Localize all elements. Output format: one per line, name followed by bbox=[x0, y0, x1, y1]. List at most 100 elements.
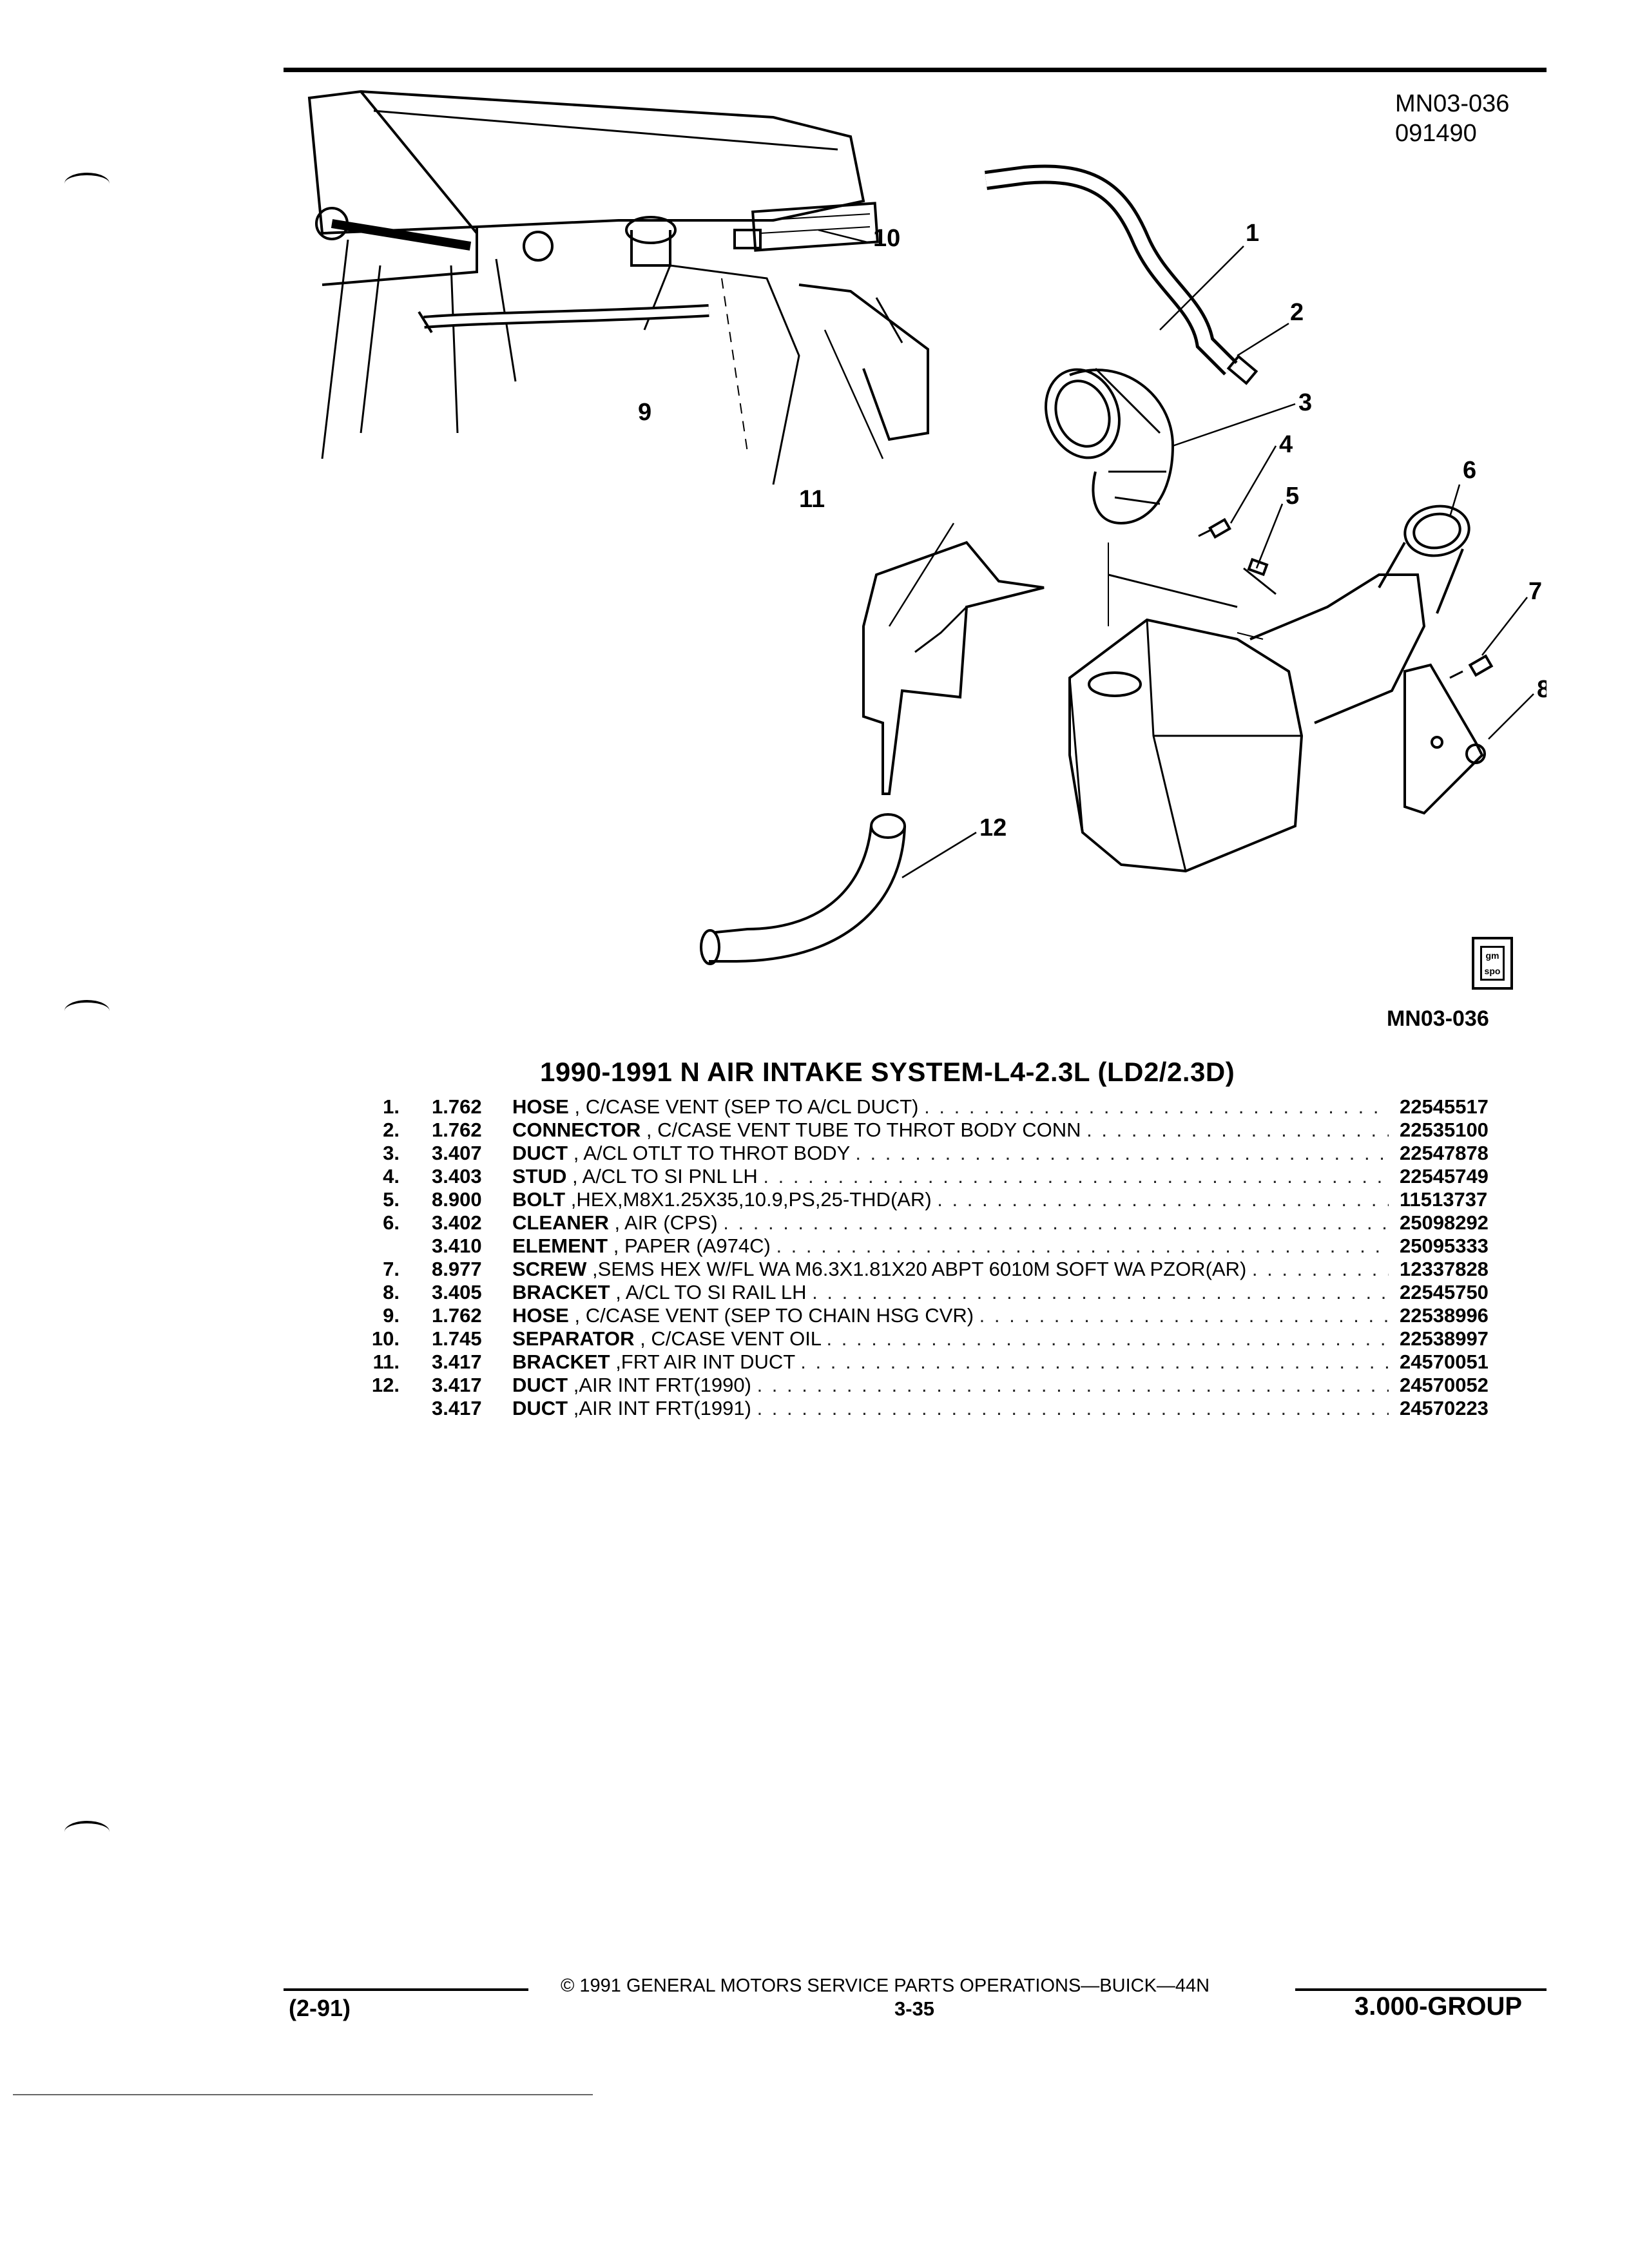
item-number: 8. bbox=[383, 1281, 400, 1303]
leader-dots: . . . . . . . . . . . . . . . . . . . . … bbox=[757, 1397, 1389, 1419]
part-name: BRACKET bbox=[512, 1350, 610, 1373]
callout-2: 2 bbox=[1290, 299, 1304, 326]
callout-9: 9 bbox=[638, 399, 651, 426]
leader-dots: . . . . . . . . . . . . . . . . . . . . … bbox=[937, 1188, 1389, 1211]
leader-dots: . . . . . . . . . . . . . . . . . . . . … bbox=[826, 1327, 1389, 1350]
exploded-parts-diagram: 1 2 3 4 5 6 7 8 9 10 11 12 bbox=[307, 90, 1547, 965]
callout-8: 8 bbox=[1537, 676, 1547, 703]
leader-dots: . . . . . . . . . . . . . . . . . . . . … bbox=[812, 1281, 1389, 1303]
callout-6: 6 bbox=[1463, 457, 1476, 484]
part-detail: ,AIR INT FRT(1990) bbox=[573, 1374, 751, 1396]
part-name: CONNECTOR bbox=[512, 1119, 641, 1141]
part-detail: , PAPER (A974C) bbox=[613, 1235, 771, 1257]
item-number: 6. bbox=[383, 1211, 400, 1234]
leader-dots: . . . . . . . . . . . . . . . . . . . . … bbox=[723, 1211, 1389, 1234]
callout-10: 10 bbox=[873, 225, 900, 252]
bottom-rule bbox=[13, 2094, 593, 2095]
part-number: 22538997 bbox=[1400, 1327, 1489, 1350]
part-number: 22545749 bbox=[1400, 1165, 1489, 1187]
part-number: 22538996 bbox=[1400, 1304, 1489, 1327]
part-name: BOLT bbox=[512, 1188, 566, 1211]
front-duct-12 bbox=[700, 813, 906, 965]
leader-dots: . . . . . . . . . . . . . . . . . . . . … bbox=[979, 1304, 1389, 1327]
part-description: CLEANER , AIR (CPS) . . . . . . . . . . … bbox=[512, 1211, 1389, 1235]
group-number: 3.407 bbox=[432, 1142, 482, 1164]
footer-copyright: © 1991 GENERAL MOTORS SERVICE PARTS OPER… bbox=[561, 1975, 1210, 1996]
part-name: BRACKET bbox=[512, 1281, 610, 1303]
part-name: DUCT bbox=[512, 1374, 568, 1396]
part-detail: , A/CL TO SI PNL LH bbox=[572, 1165, 758, 1187]
group-number: 3.402 bbox=[432, 1211, 482, 1234]
part-name: SCREW bbox=[512, 1258, 587, 1280]
group-number: 1.762 bbox=[432, 1119, 482, 1141]
page-number: 3-35 bbox=[894, 1997, 935, 2020]
footer-date-code: (2-91) bbox=[289, 1995, 351, 2021]
part-row: 2. 1.762 CONNECTOR , C/CASE VENT TUBE TO T… bbox=[361, 1119, 1553, 1142]
group-number: 3.405 bbox=[432, 1281, 482, 1303]
figure-id: MN03-036 bbox=[1387, 1006, 1489, 1031]
item-number: 5. bbox=[383, 1188, 400, 1211]
part-row: 8. 3.405 BRACKET , A/CL TO SI RAIL LH . . … bbox=[361, 1281, 1553, 1304]
group-number: 8.977 bbox=[432, 1258, 482, 1280]
part-detail: ,FRT AIR INT DUCT bbox=[615, 1350, 795, 1373]
part-description: CONNECTOR , C/CASE VENT TUBE TO THROT BO… bbox=[512, 1119, 1389, 1142]
oil-separator bbox=[733, 202, 879, 252]
vent-hose-9 bbox=[418, 304, 709, 334]
leader-dots: . . . . . . . . . . . . . . . . . . . . … bbox=[1251, 1258, 1389, 1280]
item-number: 7. bbox=[383, 1258, 400, 1280]
part-description: STUD , A/CL TO SI PNL LH . . . . . . . .… bbox=[512, 1165, 1389, 1188]
group-number: 3.410 bbox=[432, 1235, 482, 1257]
group-number: 3.417 bbox=[432, 1374, 482, 1396]
part-number: 22545750 bbox=[1400, 1281, 1489, 1303]
part-name: DUCT bbox=[512, 1397, 568, 1419]
part-number: 22535100 bbox=[1400, 1119, 1489, 1141]
item-number: 11. bbox=[372, 1350, 400, 1373]
callout-7: 7 bbox=[1528, 578, 1542, 605]
part-detail: , C/CASE VENT (SEP TO CHAIN HSG CVR) bbox=[574, 1304, 974, 1327]
engine-assembly bbox=[307, 90, 929, 485]
group-number: 1.745 bbox=[432, 1327, 482, 1350]
part-number: 22545517 bbox=[1400, 1095, 1489, 1118]
part-name: HOSE bbox=[512, 1304, 569, 1327]
part-row: 5. 8.900 BOLT ,HEX,M8X1.25X35,10.9,PS,25-T… bbox=[361, 1188, 1553, 1211]
drawing-number: MN03-036 bbox=[1395, 90, 1510, 117]
part-row: 3.417 DUCT ,AIR INT FRT(1991) . . . . . .… bbox=[361, 1397, 1553, 1420]
item-number: 1. bbox=[383, 1095, 400, 1118]
part-number: 24570223 bbox=[1400, 1397, 1489, 1419]
part-detail: ,AIR INT FRT(1991) bbox=[573, 1397, 751, 1419]
part-number: 24570052 bbox=[1400, 1374, 1489, 1396]
part-name: SEPARATOR bbox=[512, 1327, 635, 1350]
part-number: 25098292 bbox=[1400, 1211, 1489, 1234]
leader-dots: . . . . . . . . . . . . . . . . . . . . … bbox=[763, 1165, 1389, 1187]
fasteners bbox=[1108, 517, 1494, 679]
item-number: 2. bbox=[383, 1119, 400, 1141]
gm-spo-logo: gm spo bbox=[1472, 937, 1513, 990]
bracket-11 bbox=[862, 541, 1045, 795]
group-number: 3.417 bbox=[432, 1397, 482, 1419]
part-name: DUCT bbox=[512, 1142, 568, 1164]
part-description: BOLT ,HEX,M8X1.25X35,10.9,PS,25-THD(AR) … bbox=[512, 1188, 1389, 1211]
part-description: SCREW ,SEMS HEX W/FL WA M6.3X1.81X20 ABP… bbox=[512, 1258, 1389, 1281]
outlet-duct-3 bbox=[1045, 367, 1175, 525]
callout-leaders bbox=[818, 229, 1534, 879]
group-number: 1.762 bbox=[432, 1095, 482, 1118]
part-detail: , AIR (CPS) bbox=[614, 1211, 718, 1234]
part-description: HOSE , C/CASE VENT (SEP TO CHAIN HSG CVR… bbox=[512, 1304, 1389, 1327]
item-number: 4. bbox=[383, 1165, 400, 1187]
leader-dots: . . . . . . . . . . . . . . . . . . . . … bbox=[800, 1350, 1389, 1373]
group-number: 8.900 bbox=[432, 1188, 482, 1211]
drawing-reference: MN03-036 091490 bbox=[1395, 89, 1509, 148]
part-detail: , A/CL TO SI RAIL LH bbox=[615, 1281, 807, 1303]
margin-mark bbox=[64, 1821, 110, 1843]
margin-mark bbox=[64, 1000, 110, 1022]
section-title: 1990-1991 N AIR INTAKE SYSTEM-L4-2.3L (L… bbox=[540, 1057, 1235, 1087]
header-rule bbox=[284, 68, 1547, 72]
part-row: 7. 8.977 SCREW ,SEMS HEX W/FL WA M6.3X1.81… bbox=[361, 1258, 1553, 1281]
leader-dots: . . . . . . . . . . . . . . . . . . . . … bbox=[757, 1374, 1389, 1396]
group-number: 1.762 bbox=[432, 1304, 482, 1327]
part-number: 22547878 bbox=[1400, 1142, 1489, 1164]
